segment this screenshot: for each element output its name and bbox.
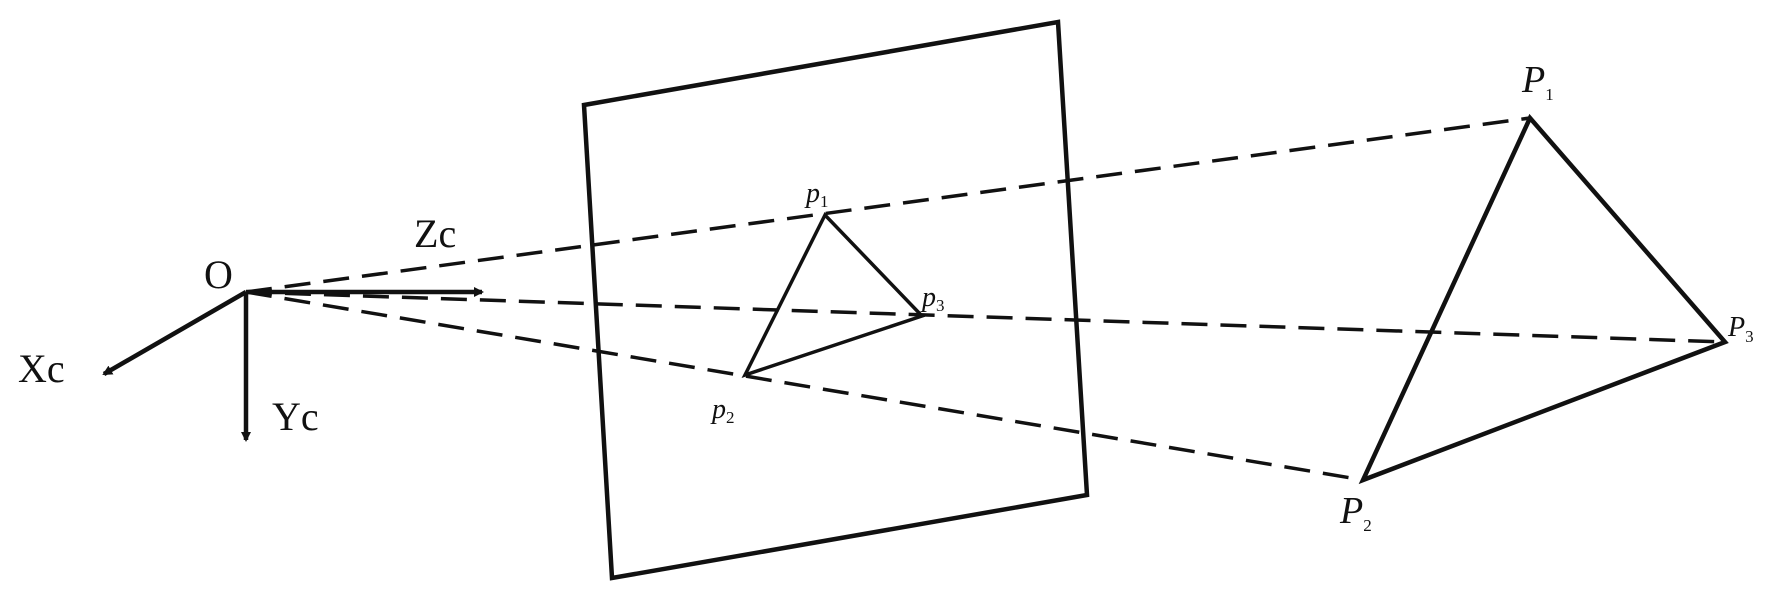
- z-axis-label: Zc: [414, 211, 456, 256]
- ray-to-P2: [245, 290, 1364, 482]
- origin-label: O: [204, 252, 233, 297]
- world-point-P2-label: P2: [1339, 490, 1372, 535]
- image-point-p3-label: p3: [920, 282, 945, 315]
- image-point-p2-label: p2: [710, 394, 735, 427]
- image-triangle: [741, 211, 926, 378]
- image-point-p1-label: p1: [804, 178, 829, 211]
- world-point-P3-label: P3: [1727, 312, 1754, 346]
- ray-to-P3: [245, 290, 1726, 344]
- ray-to-P1: [245, 116, 1531, 294]
- x-axis-label: Xc: [18, 346, 65, 391]
- x-axis-arrow: [102, 290, 248, 376]
- camera-axes: [102, 287, 484, 442]
- projection-rays: [245, 116, 1726, 482]
- image-plane: [581, 19, 1090, 581]
- world-point-P1-label: P1: [1521, 59, 1554, 104]
- y-axis-label: Yc: [272, 394, 319, 439]
- world-triangle: [1358, 113, 1729, 485]
